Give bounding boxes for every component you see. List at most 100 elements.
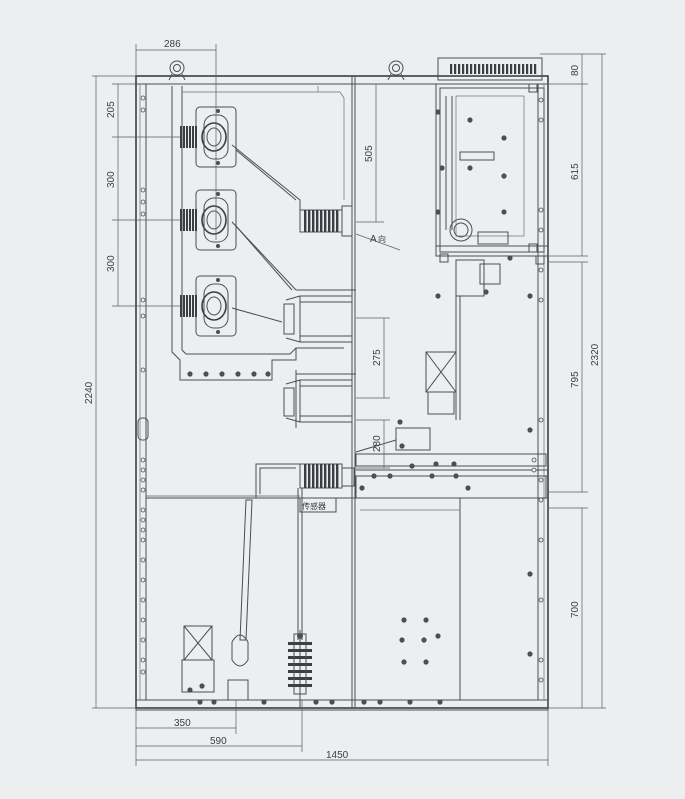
busbar-bushing <box>180 275 237 337</box>
insulator-rib <box>304 210 307 232</box>
bushing-rib <box>189 295 191 317</box>
bolt <box>501 173 507 179</box>
bolt <box>483 289 489 295</box>
insulator-rib <box>332 464 335 488</box>
sensor-box <box>299 497 337 513</box>
arrester-shed <box>288 642 312 645</box>
insulator-rib <box>324 464 327 488</box>
bushing-ring <box>201 122 227 152</box>
interlock-box <box>181 625 215 693</box>
mounting-hole <box>538 97 544 103</box>
bushing-core <box>206 210 222 230</box>
bolt <box>435 209 441 215</box>
bushing-ring <box>201 291 227 321</box>
bolt <box>371 473 377 479</box>
insulator-rib <box>304 464 307 488</box>
bushing-core <box>206 296 222 316</box>
mounting-plate <box>528 243 538 253</box>
label-a: A <box>370 234 377 245</box>
dim-300-b: 300 <box>106 255 117 272</box>
mounting-hole <box>140 107 146 113</box>
mounting-plate <box>439 253 449 263</box>
mounting-hole <box>140 457 146 463</box>
mounting-hole <box>140 597 146 603</box>
lv-compartment <box>435 83 549 257</box>
insulator-rib <box>320 210 323 232</box>
vent-fin <box>518 64 521 74</box>
bushing-rib <box>195 295 197 317</box>
dim-590: 590 <box>210 736 227 747</box>
bolt <box>216 330 220 334</box>
dim-795: 795 <box>570 371 581 388</box>
bolt <box>433 461 439 467</box>
mounting-hole <box>538 597 544 603</box>
insulator-rib <box>312 210 315 232</box>
vent-fin <box>514 64 517 74</box>
operating-mechanism <box>425 259 501 420</box>
dim-80: 80 <box>570 64 581 76</box>
mounting-hole <box>538 417 544 423</box>
busbar-bushing <box>180 189 237 251</box>
bushing-rib <box>186 209 188 231</box>
bolt <box>187 687 193 693</box>
vent-fin <box>470 64 473 74</box>
bolt <box>501 209 507 215</box>
bolt <box>429 473 435 479</box>
bolt <box>265 371 271 377</box>
bolt <box>399 637 405 643</box>
bolt <box>409 463 415 469</box>
mounting-hole <box>140 617 146 623</box>
insulator-rib <box>332 210 335 232</box>
bolt <box>216 109 220 113</box>
arrester-shed <box>288 649 312 652</box>
bolt <box>219 371 225 377</box>
busbar-bushings <box>180 106 237 337</box>
bolt <box>216 192 220 196</box>
mounting-hole <box>538 117 544 123</box>
bolt <box>313 699 319 705</box>
vent-fin <box>498 64 501 74</box>
dim-1450: 1450 <box>326 750 349 761</box>
insulator-rib <box>324 210 327 232</box>
bushing-rib <box>180 126 182 148</box>
bolt <box>397 419 403 425</box>
bolt <box>423 659 429 665</box>
vent-fin <box>478 64 481 74</box>
vent-fin <box>474 64 477 74</box>
mounting-hole <box>140 669 146 675</box>
mounting-hole <box>140 657 146 663</box>
bolt <box>527 651 533 657</box>
bolt <box>216 161 220 165</box>
bolt <box>437 699 443 705</box>
mounting-hole <box>531 467 537 473</box>
mounting-hole <box>140 527 146 533</box>
surge-arrester <box>288 630 312 708</box>
bushing-rib <box>192 295 194 317</box>
earthing-switch <box>227 499 253 701</box>
bolt <box>467 117 473 123</box>
bolt <box>435 633 441 639</box>
bushing-rib <box>195 126 197 148</box>
bolt <box>216 278 220 282</box>
vent-fin <box>534 64 537 74</box>
bolt <box>435 293 441 299</box>
vent-fin <box>510 64 513 74</box>
bushing-rib <box>195 209 197 231</box>
insulator-rib <box>336 464 339 488</box>
arrester-shed <box>288 656 312 659</box>
wall-bushing-lower <box>299 463 355 489</box>
mounting-hole <box>538 207 544 213</box>
bolt <box>401 617 407 623</box>
vent-fin <box>506 64 509 74</box>
bushing-rib <box>183 209 185 231</box>
bushing-slot <box>203 283 229 329</box>
vent-fin <box>458 64 461 74</box>
arrester-shed <box>288 677 312 680</box>
mounting-hole <box>140 577 146 583</box>
breaker-truck <box>352 427 548 700</box>
insulator-rib <box>308 464 311 488</box>
mounting-hole <box>140 487 146 493</box>
insulator-rib <box>316 210 319 232</box>
vent-fin <box>486 64 489 74</box>
mounting-hole <box>140 517 146 523</box>
